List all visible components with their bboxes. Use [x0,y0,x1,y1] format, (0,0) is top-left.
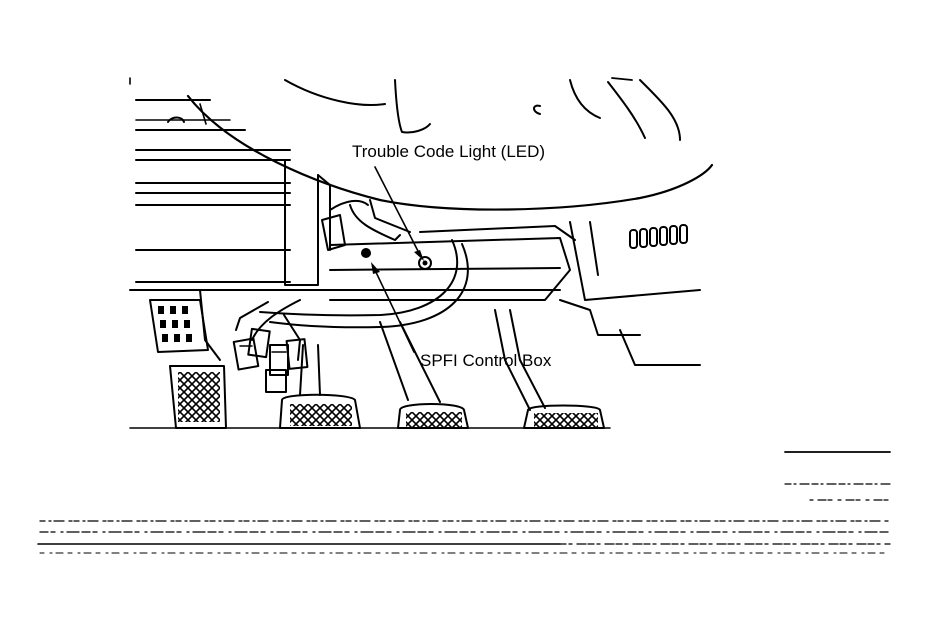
clutch-pedal [279,393,361,429]
wiring-harness [235,239,469,361]
mounting-screw [361,248,371,258]
caption-lines [37,451,893,554]
accelerator-pedal [523,404,605,429]
steering-column-shroud [186,77,714,211]
control-box-panel [129,225,576,301]
trouble-code-light-label: Trouble Code Light (LED) [352,142,545,161]
mounting-bracket [284,159,411,286]
brake-pedal [397,403,469,429]
right-kick-panel [559,221,701,366]
trouble-code-light-callout: Trouble Code Light (LED) [352,142,545,261]
control-box-callout: SPFI Control Box [371,262,552,370]
trouble-code-led [418,256,432,270]
dash-panel [129,77,291,283]
control-box-label: SPFI Control Box [420,351,552,370]
wire-connectors [232,327,309,393]
pedal-arms [199,289,546,411]
left-vent [149,299,209,353]
left-foot-pedal [169,365,227,429]
